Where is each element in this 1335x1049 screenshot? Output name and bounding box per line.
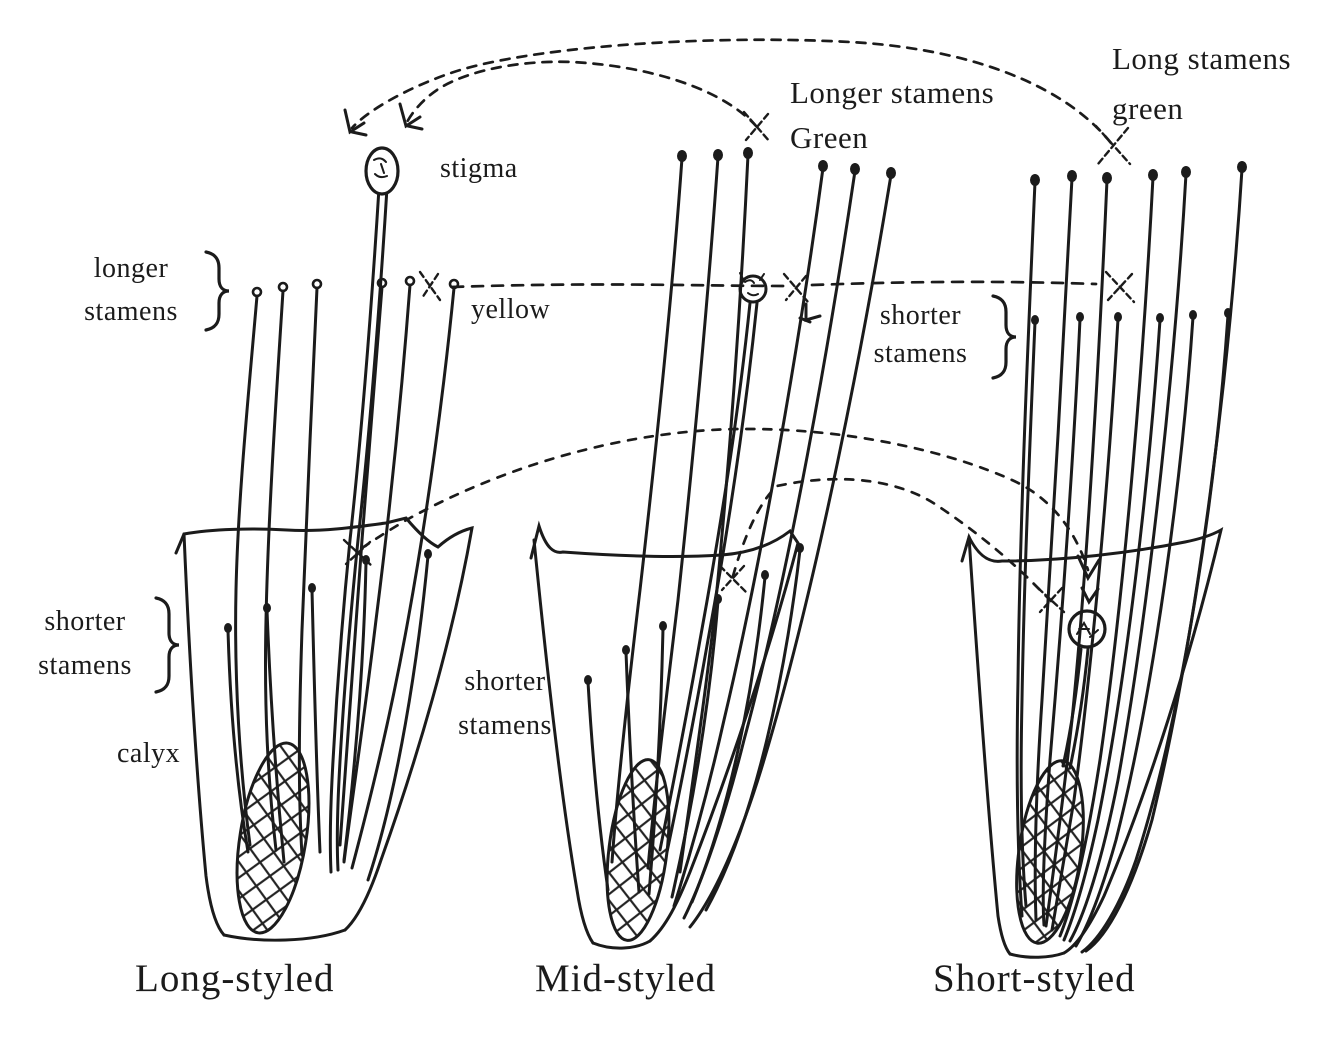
- x-marks-lower: [342, 538, 1066, 614]
- label-longer-stamens-left: longer stamens: [60, 247, 202, 333]
- label-line: stamens: [873, 338, 968, 369]
- label-shorter-stamens-left: shorter stamens: [12, 600, 158, 688]
- long-styled-flower: [174, 146, 474, 942]
- label-long-stamens-green: Long stamens green: [1112, 34, 1291, 134]
- label-shorter-stamens-mid: shorter stamens: [432, 660, 578, 748]
- label-braces: [154, 250, 1017, 694]
- calyx-short-styled: [960, 527, 1224, 959]
- stigma-mid-styled: [738, 272, 768, 304]
- label-morph-long-styled: Long-styled: [135, 957, 335, 1000]
- label-line: shorter: [879, 300, 962, 331]
- arrowhead-mid-stigma: [798, 302, 822, 324]
- calyx-mid-styled: [529, 520, 800, 950]
- calyx-long-styled: [174, 516, 474, 942]
- label-line: green: [1112, 91, 1184, 126]
- short-styled-flower: [960, 161, 1247, 959]
- label-morph-short-styled: Short-styled: [933, 957, 1136, 1000]
- label-line: Green: [790, 120, 869, 155]
- label-morph-mid-styled: Mid-styled: [535, 957, 717, 1000]
- shorter-stamens-short-styled: [1019, 308, 1232, 954]
- anthers-longer-mid-styled: [677, 147, 896, 179]
- anthers-shorter-short-styled: [1031, 308, 1232, 325]
- label-line: longer: [93, 253, 169, 284]
- stigma-short-styled: [1067, 609, 1107, 649]
- label-calyx: calyx: [117, 738, 181, 769]
- mid-styled-flower: [529, 147, 896, 950]
- label-line: stamens: [458, 710, 552, 741]
- arrow-long-stamens-mid-to-long-stigma: [404, 60, 759, 129]
- anthers-longer-short-styled: [1030, 161, 1247, 186]
- arrowheads-short-stigma: [1076, 554, 1101, 605]
- pollination-arrows: [342, 38, 1136, 614]
- label-line: stamens: [84, 296, 178, 327]
- arrowheads-top: [343, 102, 424, 137]
- arrow-short-stamens-mid-to-short-stigma: [731, 477, 1053, 603]
- label-line: shorter: [44, 606, 126, 637]
- x-marks-top: [742, 110, 1132, 166]
- arrow-mid-level-yellow-line: [450, 280, 1098, 289]
- ovary-long-styled: [235, 741, 311, 935]
- style-mid-styled: [658, 301, 759, 854]
- shorter-stamens-long-styled: [224, 549, 432, 882]
- label-shorter-stamens-right: shorter stamens: [848, 297, 993, 373]
- stigma-long-styled: [364, 146, 400, 196]
- brace-longer-stamens-left: [204, 250, 230, 332]
- x-marks-mid-level: [418, 270, 1136, 304]
- brace-shorter-stamens-right: [991, 294, 1017, 380]
- arrow-short-stamens-long-to-short-stigma: [360, 427, 1090, 572]
- anthers-shorter-long-styled: [224, 549, 432, 633]
- label-line: Long stamens: [1112, 41, 1292, 76]
- brace-shorter-stamens-left: [154, 596, 180, 694]
- anthers-longer-long-styled: [251, 275, 460, 298]
- label-line: shorter: [464, 666, 546, 697]
- label-line: Longer stamens: [790, 75, 995, 110]
- anthers-shorter-mid-styled: [584, 543, 804, 685]
- label-stigma: stigma: [440, 153, 518, 184]
- label-longer-stamens-green: Longer stamens Green: [790, 70, 994, 160]
- arrow-long-stamens-short-to-long-stigma: [350, 38, 1113, 145]
- label-yellow: yellow: [471, 294, 551, 325]
- shorter-stamens-mid-styled: [584, 543, 804, 912]
- label-line: stamens: [38, 650, 132, 681]
